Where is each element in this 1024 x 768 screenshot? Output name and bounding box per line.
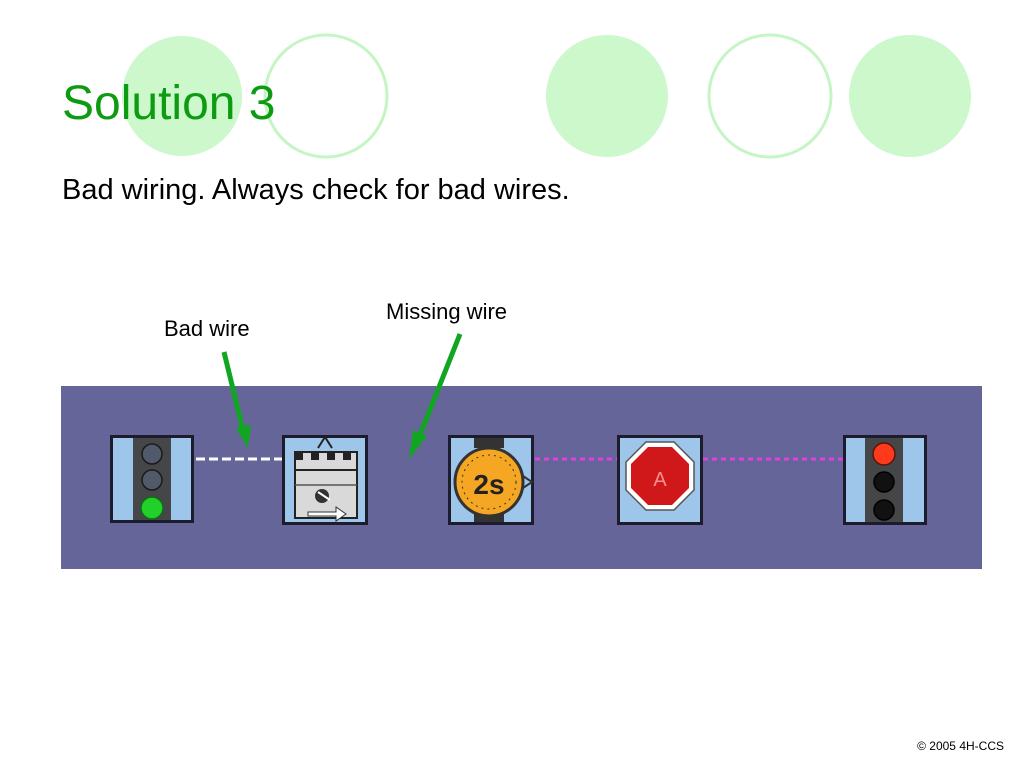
timer-icon: 2s	[448, 435, 534, 525]
decor-circle-outline-1	[263, 33, 389, 159]
decor-circle-outline-2	[707, 33, 833, 159]
missing-wire-arrow	[409, 333, 463, 459]
decorative-circles	[122, 33, 971, 159]
stop-sign-icon: A	[617, 435, 703, 525]
missing-wire-label: Missing wire	[386, 299, 508, 324]
traffic-light-green-icon	[110, 435, 194, 523]
bad-wire-label: Bad wire	[164, 316, 250, 341]
bad-wire-arrow	[221, 351, 251, 448]
slide-body-text: Bad wiring. Always check for bad wires.	[62, 174, 570, 206]
decor-circle-filled-3	[849, 35, 971, 157]
decor-circle-filled-2	[546, 35, 668, 157]
timer-label: 2s	[473, 469, 504, 500]
copyright-footer: © 2005 4H-CCS	[917, 739, 1004, 753]
castle-program-block-icon	[282, 435, 368, 525]
traffic-light-red-icon	[843, 435, 927, 525]
decor-circle-filled-1	[122, 36, 242, 156]
stop-sign-label: A	[653, 469, 667, 491]
wiring-diagram: 2s A	[61, 333, 982, 569]
slide-title: Solution 3	[62, 77, 276, 130]
